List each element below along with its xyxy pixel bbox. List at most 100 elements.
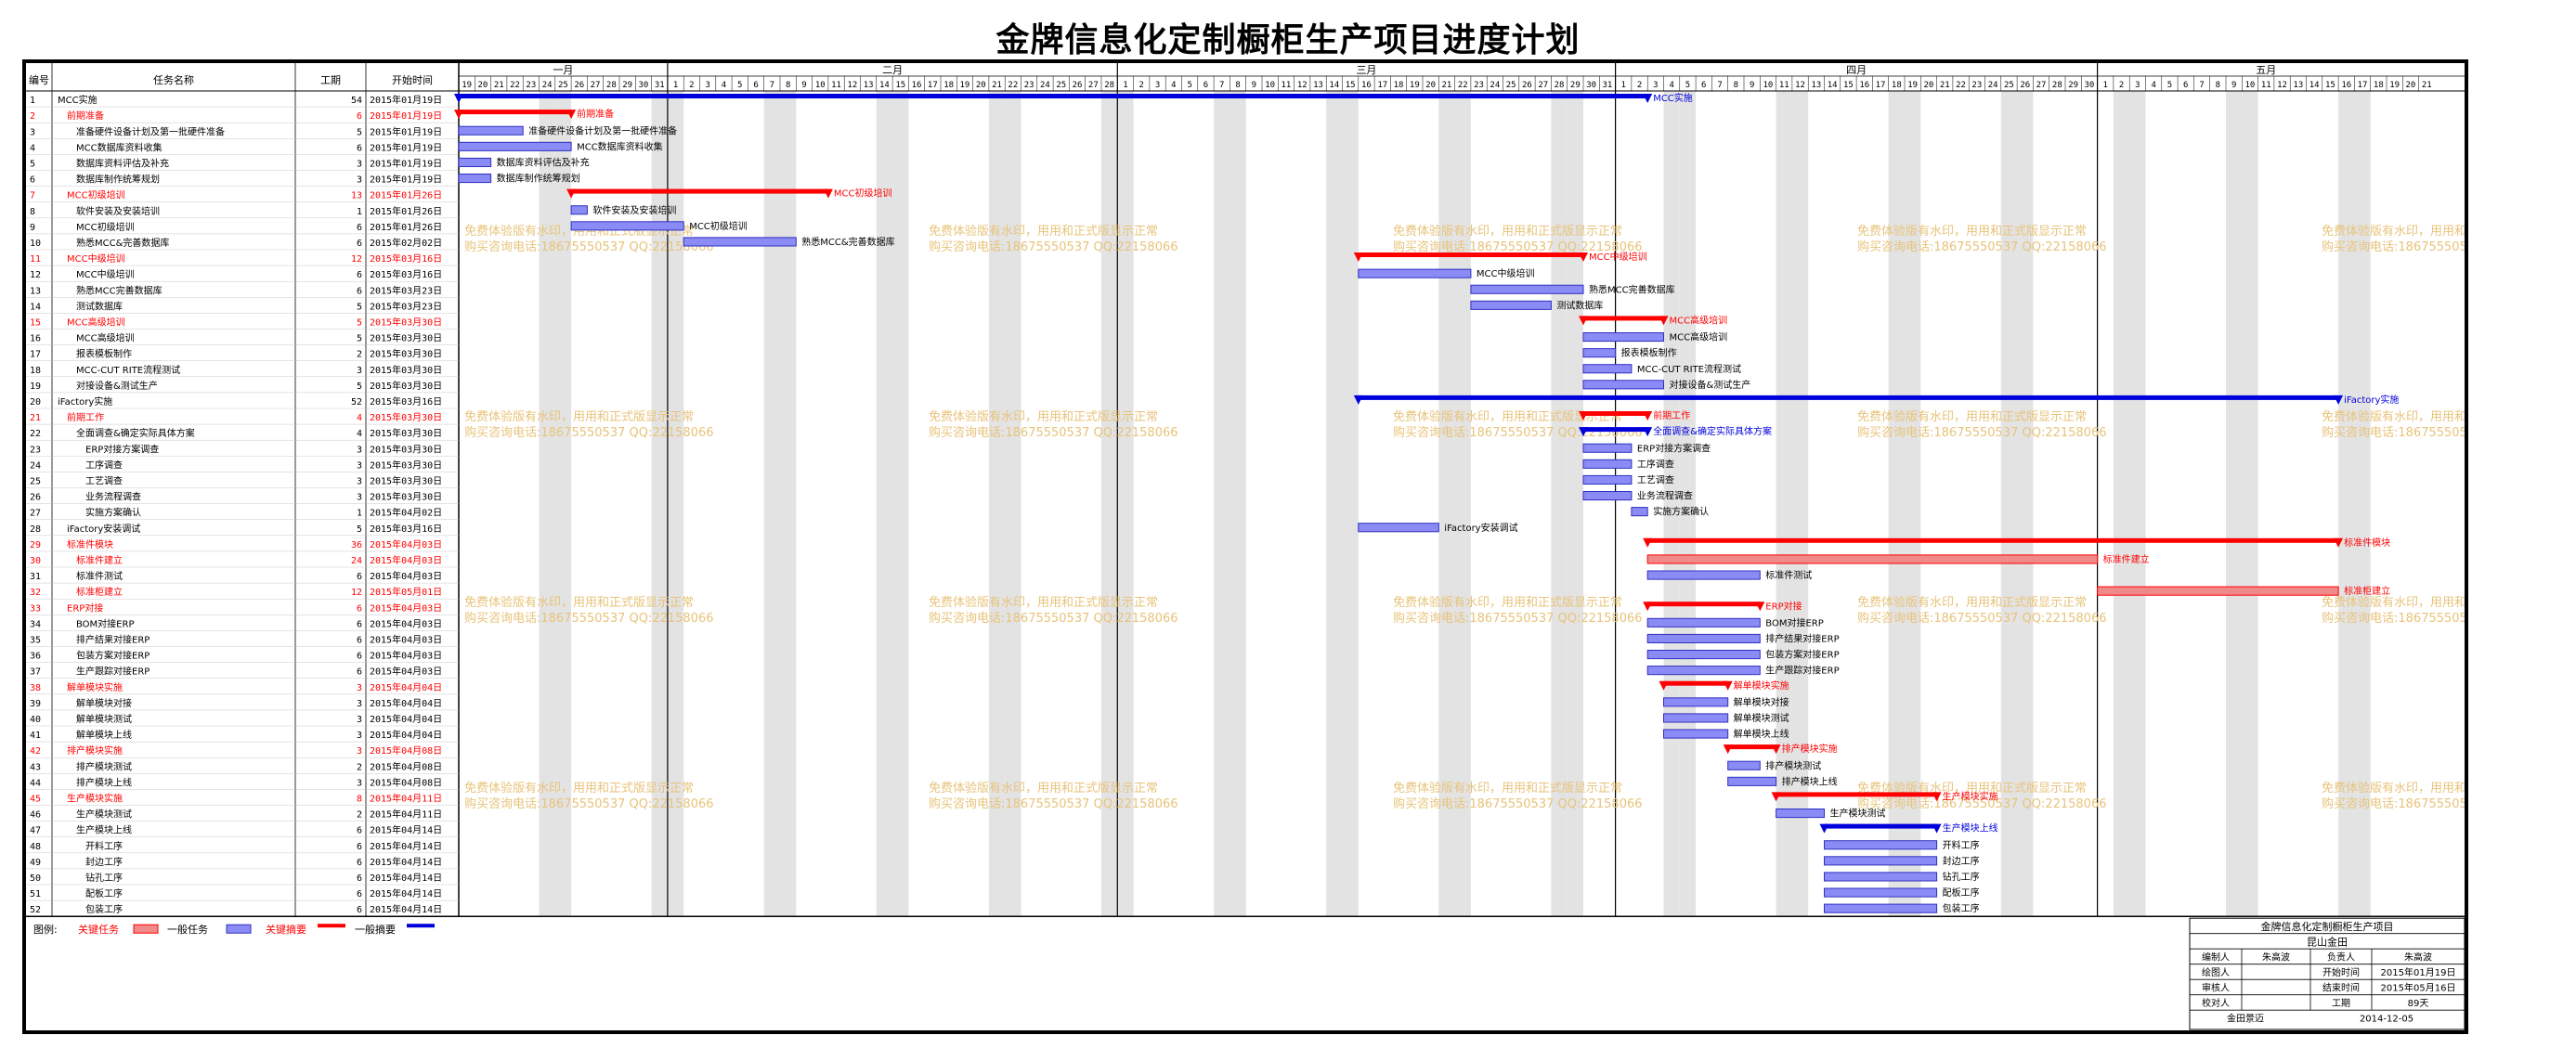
watermark-text: 免费体验版有水印，用用和正式版显示正常 (1857, 781, 2087, 796)
row-id: 46 (30, 810, 41, 821)
task-duration: 6 (357, 111, 362, 122)
day-label: 18 (2374, 81, 2384, 90)
watermark-text: 免费体验版有水印，用用和正式版显示正常 (929, 595, 1158, 610)
day-label: 9 (1750, 81, 1754, 90)
row-id: 11 (30, 254, 41, 265)
watermark-text: 购买咨询电话:18675550537 QQ:22158066 (1393, 611, 1643, 626)
legend-swatch-critical-summary (318, 924, 345, 928)
row-id: 31 (30, 572, 41, 582)
task-start: 2015年04月14日 (370, 903, 442, 915)
info-box-title: 金牌信息化定制橱柜生产项目 (2261, 920, 2394, 933)
task-bar (1470, 284, 1584, 294)
task-start: 2015年01月26日 (370, 189, 442, 201)
legend-normal-summary: 一般摘要 (355, 923, 396, 936)
day-label: 10 (1763, 81, 1774, 90)
weekend-shade (1229, 91, 1246, 917)
weekend-shade (2226, 91, 2243, 917)
day-label: 24 (1040, 81, 1050, 90)
bar-label: MCC高级培训 (1670, 331, 1728, 343)
task-duration: 3 (357, 778, 362, 788)
day-label: 2 (689, 81, 694, 90)
day-label: 10 (815, 81, 826, 90)
task-duration: 1 (357, 207, 362, 217)
task-bar (1663, 697, 1729, 707)
task-name: MCC中级培训 (76, 268, 135, 280)
task-duration: 6 (357, 636, 362, 646)
watermark-text: 免费体验版有水印，用用和正式版显示正常 (464, 409, 694, 424)
task-name: 开料工序 (85, 840, 123, 852)
task-duration: 3 (357, 699, 362, 709)
day-label: 7 (2199, 81, 2204, 90)
day-label: 14 (1329, 81, 1339, 90)
task-duration: 6 (357, 858, 362, 868)
task-duration: 6 (357, 667, 362, 678)
task-duration: 3 (357, 460, 362, 471)
bar-label: MCC-CUT RITE流程测试 (1637, 363, 1741, 375)
day-label: 31 (655, 81, 665, 90)
watermark-text: 购买咨询电话:18675550537 QQ:22158066 (2322, 239, 2465, 254)
task-start: 2015年04月08日 (370, 744, 442, 757)
task-name: 包装方案对接ERP (76, 650, 150, 662)
task-start: 2015年04月08日 (370, 760, 442, 772)
task-start: 2015年04月03日 (370, 666, 442, 678)
day-label: 11 (1281, 81, 1292, 90)
task-name: 生产模块上线 (76, 824, 132, 836)
task-name: 标准件建立 (76, 554, 123, 566)
summary-cap (1579, 316, 1588, 326)
bar-label: 生产模块实施 (1943, 791, 1998, 803)
day-label: 9 (801, 81, 806, 90)
legend-swatch-critical-task (133, 924, 159, 934)
day-label: 5 (2167, 81, 2172, 90)
day-label: 2 (1637, 81, 1642, 90)
day-label: 25 (2004, 81, 2014, 90)
info-box-cell: 朱高波 (2262, 951, 2290, 964)
weekend-shade (988, 91, 1006, 917)
column-header: 编号 (29, 73, 49, 86)
bar-label: iFactory安装调试 (1444, 522, 1517, 534)
watermark-text: 购买咨询电话:18675550537 QQ:22158066 (1393, 796, 1643, 811)
day-label: 24 (1988, 81, 1998, 90)
summary-bar (1583, 316, 1664, 321)
task-name: 数据库资料评估及补充 (76, 158, 169, 170)
row-id: 17 (30, 350, 41, 360)
bar-label: 工序调查 (1637, 458, 1674, 470)
summary-bar (1583, 427, 1648, 433)
row-id: 26 (30, 493, 41, 503)
month-label: 四月 (1846, 64, 1867, 76)
summary-cap (1771, 744, 1781, 755)
weekend-shade (539, 91, 555, 917)
day-label: 16 (1361, 81, 1372, 90)
legend-label: 图例: (33, 923, 58, 936)
task-duration: 5 (357, 334, 362, 344)
task-duration: 3 (357, 731, 362, 741)
summary-cap (1771, 792, 1781, 802)
task-name: 配板工序 (85, 887, 123, 899)
info-box-cell: 负责人 (2327, 951, 2355, 964)
day-label: 22 (1008, 81, 1018, 90)
info-box (2189, 917, 2465, 1030)
bar-label: 解单模块测试 (1734, 712, 1789, 724)
bar-label: 包装工序 (1943, 902, 1980, 914)
task-start: 2015年04月14日 (370, 887, 442, 899)
task-start: 2015年03月16日 (370, 252, 442, 265)
day-label: 30 (2085, 81, 2095, 90)
task-duration: 5 (357, 318, 362, 329)
day-label: 12 (1795, 81, 1805, 90)
info-box-cell: 结束时间 (2322, 982, 2360, 994)
task-name: 数据库制作统筹规划 (76, 174, 160, 186)
row-id: 30 (30, 556, 41, 566)
bar-label: 工艺调查 (1637, 474, 1674, 486)
task-bar (1646, 666, 1761, 676)
bar-label: 熟悉MCC&完善数据库 (801, 236, 894, 248)
day-label: 28 (1104, 81, 1114, 90)
watermark-text: 免费体验版有水印，用用和正式版显示正常 (464, 595, 694, 610)
weekend-shade (876, 91, 893, 917)
summary-cap (1755, 602, 1765, 612)
row-id: 22 (30, 429, 41, 439)
day-label: 22 (510, 81, 520, 90)
weekend-shade (1214, 91, 1230, 917)
day-label: 20 (976, 81, 986, 90)
task-name: ERP对接 (67, 602, 103, 614)
day-label: 9 (1252, 81, 1256, 90)
day-label: 21 (494, 81, 504, 90)
